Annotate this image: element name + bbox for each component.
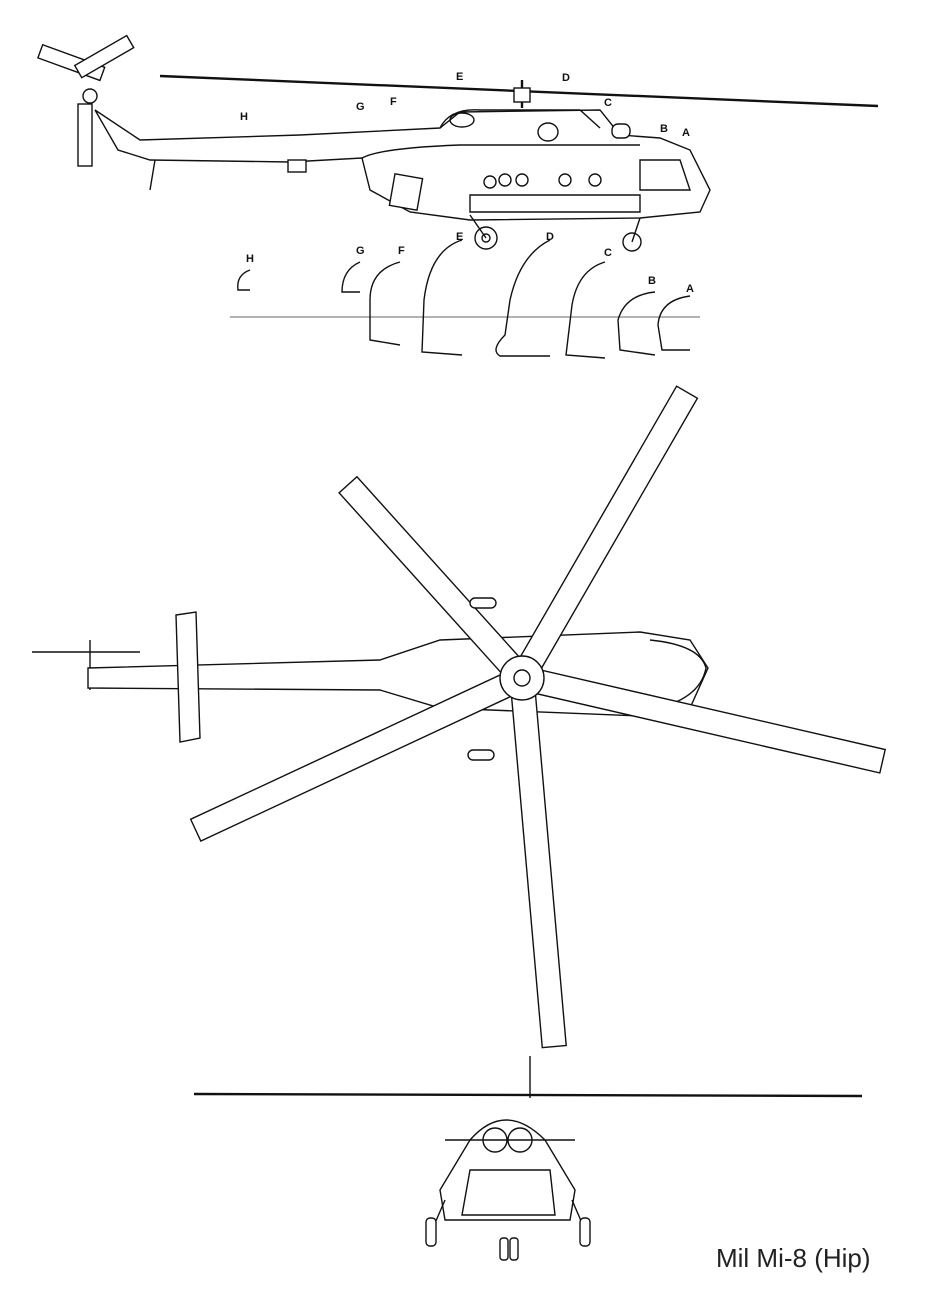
section-label-a: A — [686, 283, 694, 295]
station-label-g: G — [356, 101, 365, 113]
windows-side — [483, 173, 602, 189]
station-labels: H G F E D C B A — [240, 71, 690, 139]
section-label-e: E — [456, 231, 463, 243]
side-view: H G F E D C B A — [36, 34, 879, 252]
station-label-e: E — [456, 71, 463, 83]
section-label-f: F — [398, 245, 405, 257]
station-label-c: C — [604, 97, 612, 109]
station-label-d: D — [562, 72, 570, 84]
landing-gear-front — [425, 1199, 591, 1261]
landing-gear-side — [149, 159, 642, 252]
top-view — [32, 385, 887, 1049]
tail-rotor-side — [36, 34, 135, 167]
cockpit-window — [639, 159, 691, 191]
section-label-g: G — [356, 245, 365, 257]
rotor-hub — [499, 655, 545, 701]
cross-sections: H G F E D C B A — [230, 231, 700, 359]
aircraft-title: Mil Mi-8 (Hip) — [716, 1243, 871, 1273]
stabilizer — [175, 611, 201, 743]
station-label-h: H — [240, 111, 248, 123]
station-label-b: B — [660, 123, 668, 135]
section-label-h: H — [246, 253, 254, 265]
main-rotor-blade-front — [193, 1092, 863, 1098]
section-label-b: B — [648, 275, 656, 287]
station-label-a: A — [682, 127, 690, 139]
section-label-d: D — [546, 231, 554, 243]
station-label-f: F — [390, 96, 397, 108]
section-label-c: C — [604, 247, 612, 259]
front-view — [193, 1056, 863, 1261]
main-rotor-blades-top — [189, 385, 887, 1049]
